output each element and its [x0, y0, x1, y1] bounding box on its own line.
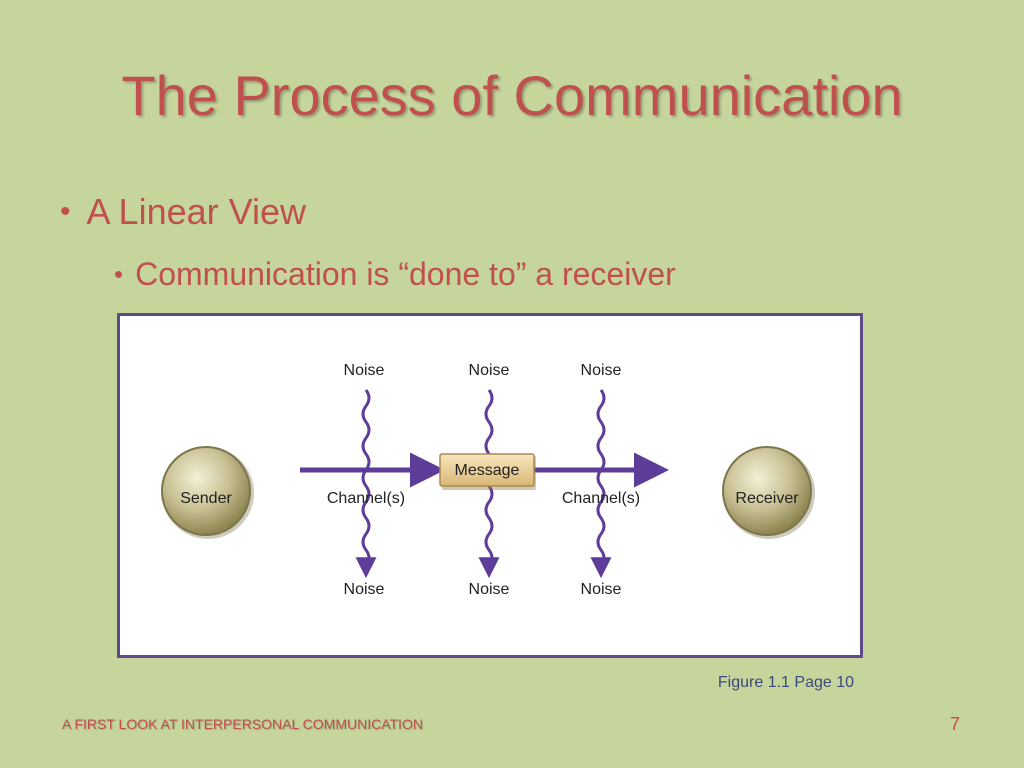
sender-label: Sender [180, 490, 232, 507]
bullet-linear-view-text: A Linear View [86, 191, 306, 232]
noise-label-top-right: Noise [581, 362, 622, 379]
noise-wave-right [590, 389, 612, 579]
channel-label-left: Channel(s) [327, 490, 405, 507]
channel-label-right: Channel(s) [562, 490, 640, 507]
receiver-label: Receiver [735, 490, 799, 507]
figure-caption: Figure 1.1 Page 10 [717, 674, 854, 691]
noise-label-top-middle: Noise [469, 362, 510, 379]
footer-page-number: 7 [949, 714, 960, 734]
sub-bullet-done-to-receiver: • Communication is “done to” a receiver [114, 254, 676, 294]
noise-wave-left [355, 389, 377, 579]
noise-label-bottom-middle: Noise [469, 581, 510, 598]
receiver-node [722, 446, 815, 539]
bullet-dot-icon: • [114, 259, 124, 289]
noise-label-bottom-right: Noise [581, 581, 622, 598]
noise-label-top-left: Noise [344, 362, 385, 379]
noise-label-bottom-left: Noise [344, 581, 385, 598]
sender-node [161, 446, 254, 539]
bullet-linear-view: • A Linear View [60, 190, 306, 234]
bullet-dot-icon: • [60, 195, 71, 228]
message-label: Message [455, 462, 520, 479]
linear-model-figure: Sender Receiver Message Channel(s) Chann… [117, 313, 863, 658]
linear-model-diagram: Sender Receiver Message Channel(s) Chann… [161, 362, 815, 598]
sub-bullet-text: Communication is “done to” a receiver [135, 256, 676, 292]
footer-course-title: A FIRST LOOK AT INTERPERSONAL COMMUNICAT… [62, 716, 423, 732]
slide-title: The Process of Communication [121, 64, 903, 127]
message-box [439, 453, 536, 490]
